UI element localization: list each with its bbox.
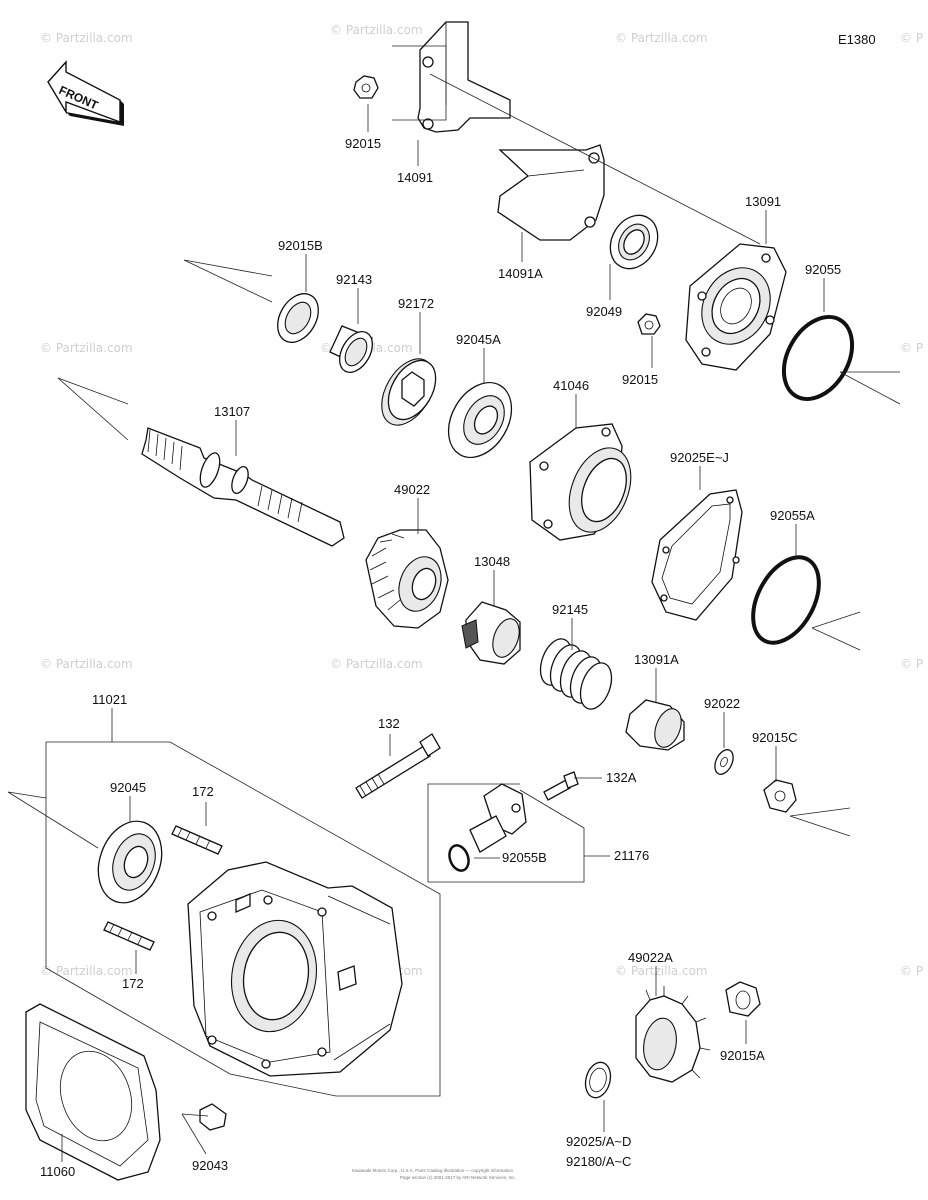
nut-92015C [763, 779, 797, 813]
part-labels: 92015 14091 14091A 13091 92055 92049 920… [40, 136, 841, 1179]
watermark: © P [900, 31, 923, 45]
label-92055: 92055 [805, 262, 841, 277]
watermark: © Partzilla.com [40, 31, 133, 45]
label-11060: 11060 [40, 1164, 75, 1179]
label-92049: 92049 [586, 304, 622, 319]
label-49022: 49022 [394, 482, 430, 497]
label-92015A: 92015A [720, 1048, 765, 1063]
collar-13091A [625, 699, 685, 751]
bracket-14091A [497, 144, 605, 241]
label-92015-mid: 92015 [622, 372, 658, 387]
footer-copyright-2: Page section (c) 2001-2017 by ARI Networ… [400, 1175, 516, 1180]
label-92172: 92172 [398, 296, 434, 311]
shaft-13107 [141, 427, 345, 547]
bolt-132A [543, 771, 579, 801]
bearing-92172 [381, 358, 437, 426]
stud-172-top [171, 825, 223, 855]
label-92025E-J: 92025E~J [670, 450, 729, 465]
watermark: © Partzilla.com [40, 964, 133, 978]
label-132: 132 [378, 716, 400, 731]
label-92025-A-D: 92025/A~D [566, 1134, 631, 1149]
label-13091A: 13091A [634, 652, 679, 667]
watermark: © Partzilla.com [40, 341, 133, 355]
label-21176: 21176 [614, 848, 649, 863]
nut-92015-top [353, 75, 379, 99]
housing-41046 [529, 423, 632, 541]
nut-92015A [725, 981, 761, 1017]
bevel-gear-49022 [365, 529, 449, 629]
label-92045: 92045 [110, 780, 146, 795]
label-172-top: 172 [192, 784, 214, 799]
housing-13091 [685, 243, 787, 371]
bolt-132 [355, 733, 441, 799]
label-13091: 13091 [745, 194, 781, 209]
label-92045A: 92045A [456, 332, 501, 347]
label-14091: 14091 [397, 170, 433, 185]
washer-92022 [714, 749, 734, 775]
watermark: © Partzilla.com [40, 657, 133, 671]
watermark: © Partzilla.com [615, 31, 708, 45]
label-92022: 92022 [704, 696, 740, 711]
label-132A: 132A [606, 770, 637, 785]
o-ring-92055B [448, 844, 470, 872]
footer-copyright: Kawasaki Motors Corp., U.S.A. Parts Cata… [352, 1168, 514, 1173]
watermark: © P [900, 964, 923, 978]
ball-bearing-92045A [447, 381, 513, 459]
label-11021: 11021 [92, 692, 127, 707]
label-49022A: 49022A [628, 950, 673, 965]
ball-bearing-92045 [97, 820, 163, 904]
bracket-14091 [417, 21, 511, 133]
spring-92145 [539, 638, 613, 710]
label-14091A: 14091A [498, 266, 543, 281]
label-13048: 13048 [474, 554, 510, 569]
label-92180-A-C: 92180/A~C [566, 1154, 631, 1169]
oil-seal-92015B [277, 293, 319, 343]
watermark: © P [900, 341, 923, 355]
label-92015B: 92015B [278, 238, 323, 253]
watermark: © Partzilla.com [330, 657, 423, 671]
case-11021 [187, 861, 403, 1077]
label-92055A: 92055A [770, 508, 815, 523]
label-92015C: 92015C [752, 730, 798, 745]
dowel-pin-92043 [199, 1103, 227, 1131]
nut-92015-mid [637, 313, 661, 335]
o-ring-92055 [781, 315, 855, 401]
label-92043: 92043 [192, 1158, 228, 1173]
o-ring-92055A [751, 555, 821, 645]
diagram-code: E1380 [838, 32, 876, 47]
label-92015: 92015 [345, 136, 381, 151]
label-92055B: 92055B [502, 850, 547, 865]
watermark: © P [900, 657, 923, 671]
oil-seal-92049 [609, 214, 659, 270]
label-172-bottom: 172 [122, 976, 144, 991]
collar-92143 [329, 325, 374, 373]
label-13107: 13107 [214, 404, 250, 419]
gasket-11060 [25, 1003, 161, 1181]
label-92143: 92143 [336, 272, 372, 287]
stud-172-bottom [103, 921, 155, 951]
label-92145: 92145 [552, 602, 588, 617]
watermark: © Partzilla.com [615, 964, 708, 978]
shim-92025-92180 [584, 1061, 612, 1099]
gear-49022A [635, 986, 711, 1083]
sensor-21176 [469, 783, 527, 853]
front-arrow-icon: FRONT [47, 60, 124, 126]
gasket-92025E-J [651, 489, 743, 621]
watermark: © Partzilla.com [330, 23, 423, 37]
coupling-13048 [461, 601, 521, 665]
label-41046: 41046 [553, 378, 589, 393]
leader-lines [7, 45, 901, 1162]
